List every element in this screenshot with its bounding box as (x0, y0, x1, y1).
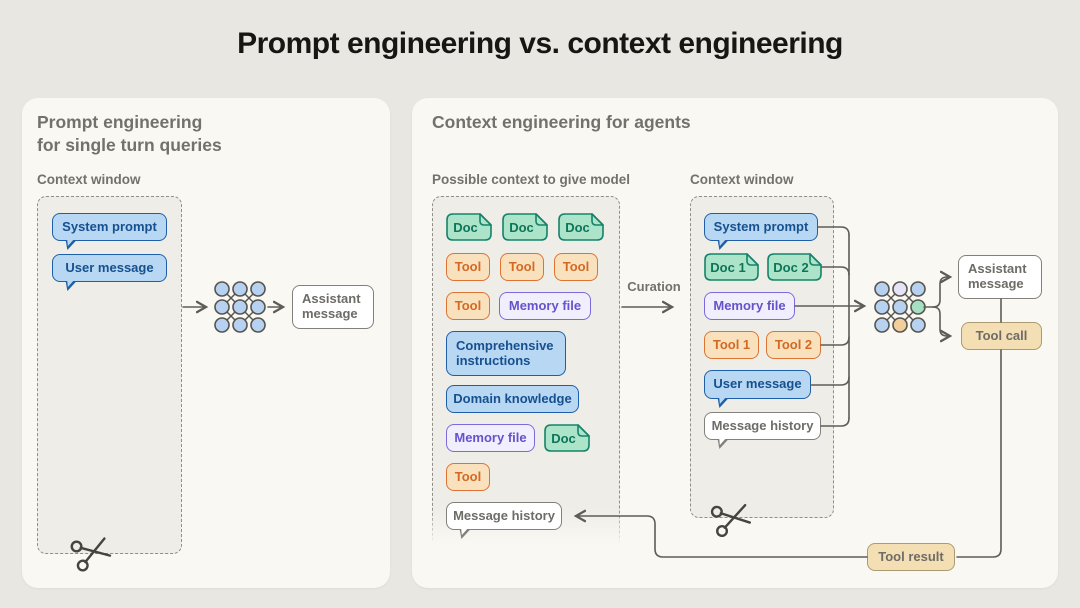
left-panel-heading-line2: for single turn queries (37, 135, 222, 156)
message-history-box: Message history (446, 502, 562, 530)
memory-file-box: Memory file (704, 292, 795, 320)
doc1-box: Doc 1 (704, 253, 759, 281)
assistant-message-box: Assistant message (292, 285, 374, 329)
memory-file-box: Memory file (499, 292, 591, 320)
tool-result-box: Tool result (867, 543, 955, 571)
left-context-window-box (37, 196, 182, 554)
doc-label: Doc (551, 431, 576, 446)
memory-file-box: Memory file (446, 424, 535, 452)
tool-box: Tool (554, 253, 598, 281)
system-prompt-box: System prompt (704, 213, 818, 241)
tool-box: Tool (500, 253, 544, 281)
left-context-window-label: Context window (37, 172, 141, 187)
doc-box: Doc (502, 213, 548, 241)
doc-label: Doc 2 (773, 260, 809, 275)
doc-icon (704, 253, 759, 281)
tool-box: Tool (446, 292, 490, 320)
doc-label: Doc (565, 220, 590, 235)
possible-context-label: Possible context to give model (432, 172, 631, 187)
tool1-box: Tool 1 (704, 331, 759, 359)
left-panel-heading-line1: Prompt engineering (37, 112, 203, 132)
doc-label: Doc (509, 220, 534, 235)
assistant-message-box: Assistant message (958, 255, 1042, 299)
neural-network-icon (874, 281, 926, 333)
right-context-window-label: Context window (690, 172, 794, 187)
doc-icon (767, 253, 822, 281)
tool-box: Tool (446, 463, 490, 491)
scissors-icon (70, 537, 112, 572)
tool-box: Tool (446, 253, 490, 281)
domain-knowledge-box: Domain knowledge (446, 385, 579, 413)
tool2-box: Tool 2 (766, 331, 821, 359)
page-title: Prompt engineering vs. context engineeri… (237, 27, 843, 60)
doc-icon (446, 213, 492, 241)
comprehensive-instructions-box: Comprehensive instructions (446, 331, 566, 376)
doc-icon (544, 424, 590, 452)
doc-box: Doc (544, 424, 590, 452)
right-panel-heading: Context engineering for agents (432, 112, 691, 132)
system-prompt-box: System prompt (52, 213, 167, 241)
doc-box: Doc (558, 213, 604, 241)
message-history-box: Message history (704, 412, 821, 440)
doc-label: Doc (453, 220, 478, 235)
curation-label: Curation (627, 279, 681, 294)
user-message-box: User message (704, 370, 811, 399)
neural-network-icon (214, 281, 266, 333)
doc2-box: Doc 2 (767, 253, 822, 281)
left-panel-heading: Prompt engineering for single turn queri… (37, 111, 222, 157)
doc-icon (558, 213, 604, 241)
doc-icon (502, 213, 548, 241)
tool-call-box: Tool call (961, 322, 1042, 350)
user-message-box: User message (52, 254, 167, 282)
doc-box: Doc (446, 213, 492, 241)
doc-label: Doc 1 (710, 260, 746, 275)
